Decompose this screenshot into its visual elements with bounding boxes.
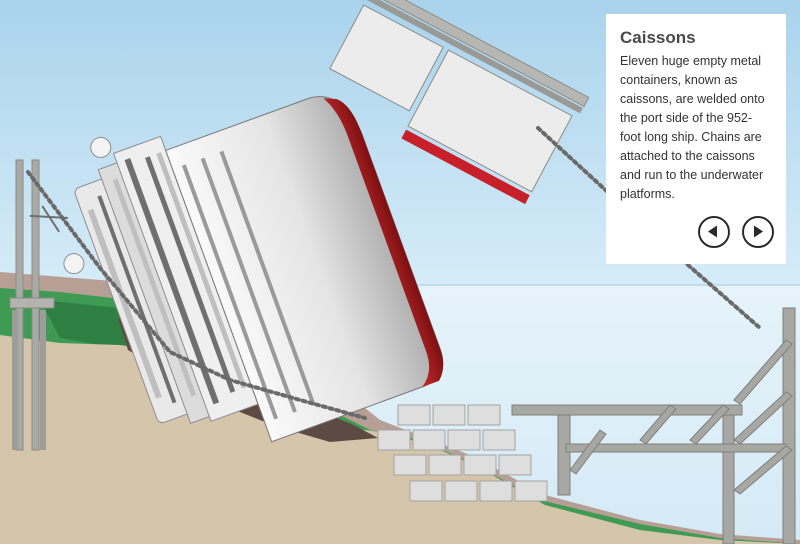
next-button[interactable] [742,216,774,248]
info-panel: Caissons Eleven huge empty metal contain… [606,14,786,264]
caissons [329,0,590,205]
panel-description: Eleven huge empty metal containers, know… [620,54,765,201]
grout-bags [377,404,548,502]
right-platform [511,307,796,544]
left-platform [9,159,55,451]
capsized-ship [29,96,444,443]
triangle-left-icon [708,225,717,238]
triangle-right-icon [754,225,763,238]
previous-button[interactable] [698,216,730,248]
panel-title: Caissons [620,28,696,47]
